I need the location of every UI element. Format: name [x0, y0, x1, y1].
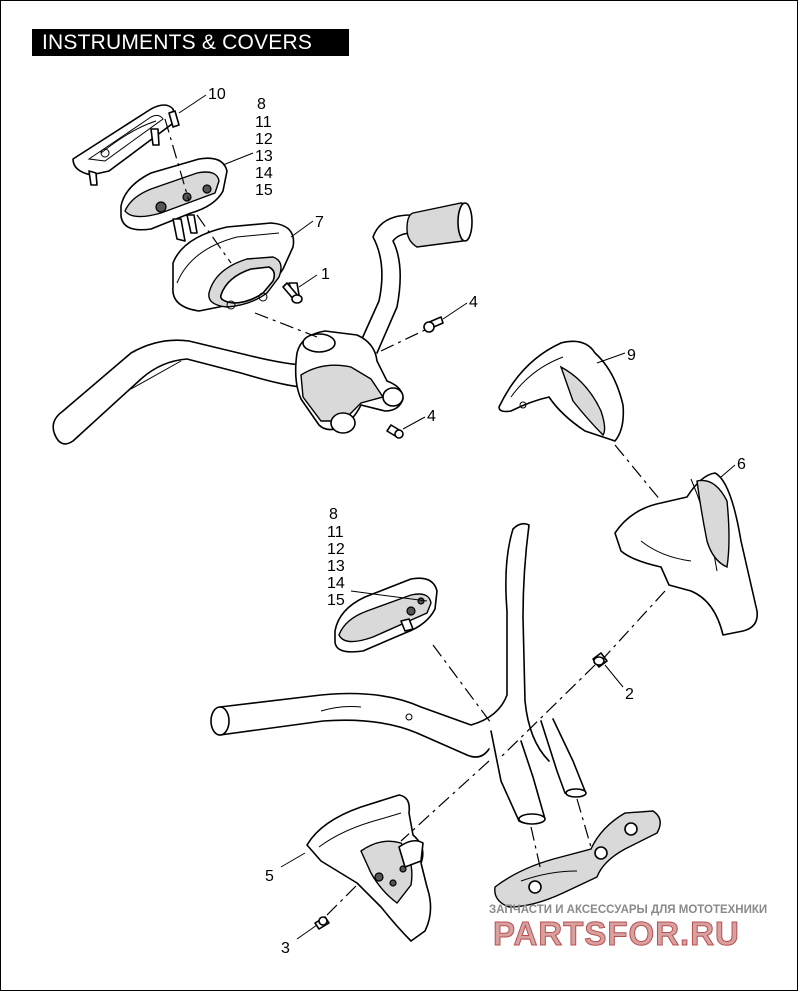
callout-6: 6	[737, 456, 746, 473]
screw-2	[592, 652, 608, 668]
callout-4-lower: 4	[427, 408, 436, 425]
callout-top-13: 13	[255, 148, 273, 165]
callout-top-15: 15	[255, 182, 273, 199]
page-title: INSTRUMENTS & COVERS	[32, 29, 349, 56]
callout-3: 3	[281, 940, 290, 957]
callout-5: 5	[265, 868, 274, 885]
handlebar-riser-clamp	[294, 330, 404, 434]
callout-4-upper: 4	[469, 294, 478, 311]
callout-9: 9	[627, 347, 636, 364]
part-6-riser-cover-lower	[614, 472, 759, 636]
upper-handlebar	[52, 202, 473, 445]
callout-top-11: 11	[255, 114, 272, 131]
lower-riser-clamp	[494, 810, 661, 908]
screw-3	[314, 916, 330, 930]
callout-bottom-15: 15	[327, 592, 345, 609]
watermark-tagline: ЗАПЧАСТИ И АКСЕССУАРЫ ДЛЯ МОТОТЕХНИКИ	[489, 904, 767, 916]
watermark-logo: PARTSFOR.RU	[493, 915, 740, 952]
part-5-lower-cover	[306, 794, 432, 942]
part-9-riser-cover-upper	[498, 340, 625, 442]
screw-4-lower	[386, 424, 404, 439]
part-7-instrument-housing	[172, 222, 300, 312]
watermark: ЗАПЧАСТИ И АКСЕССУАРЫ ДЛЯ МОТОТЕХНИКИ PA…	[489, 904, 767, 953]
callout-bottom-12: 12	[327, 541, 345, 558]
callout-bottom-14: 14	[327, 575, 345, 592]
callout-bottom-13: 13	[327, 558, 345, 575]
lower-handlebar	[210, 522, 587, 825]
callout-10: 10	[208, 86, 226, 103]
part-10-gauge-bezel	[72, 104, 180, 186]
callout-bottom-11: 11	[327, 524, 344, 541]
callout-labels: 10 8 11 12 13 14 15 7 1 4 4 9 6 8 11 12 …	[208, 86, 746, 957]
callout-7: 7	[315, 214, 324, 231]
callout-2: 2	[625, 686, 634, 703]
part-gauge-cluster-top	[120, 157, 228, 242]
screw-1	[282, 282, 303, 304]
part-gauge-cluster-bottom	[334, 577, 438, 653]
callout-1: 1	[321, 266, 330, 283]
callout-top-12: 12	[255, 131, 273, 148]
screw-4-upper	[423, 316, 444, 333]
leader-lines	[178, 94, 736, 940]
callout-bottom-8: 8	[329, 506, 338, 523]
callout-top-14: 14	[255, 165, 273, 182]
callout-top-8: 8	[257, 96, 266, 113]
